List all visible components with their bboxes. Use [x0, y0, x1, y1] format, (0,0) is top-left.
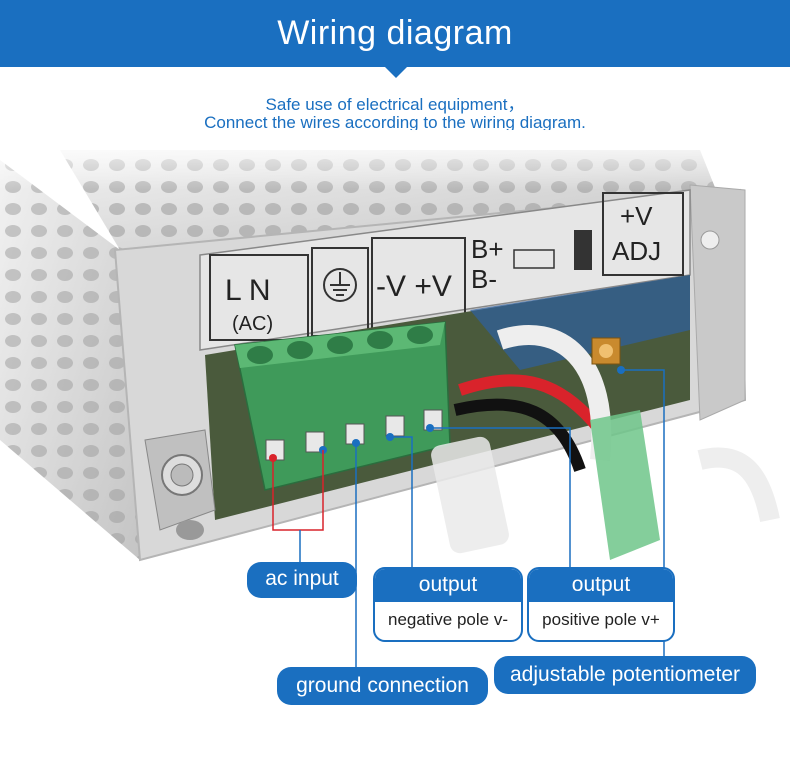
- case-right-side: [689, 184, 746, 421]
- output-positive-head: output: [529, 569, 673, 602]
- connector-symbol: [513, 249, 555, 269]
- ground-connection-label: ground connection: [277, 667, 488, 705]
- adj-label: ADJ: [612, 236, 661, 266]
- output-positive-body: positive pole v+: [542, 610, 660, 629]
- output-negative-body: negative pole v-: [387, 610, 509, 629]
- ground-icon: [323, 268, 357, 302]
- ln-label: L N: [225, 274, 271, 307]
- ln-ac-box: [209, 254, 309, 341]
- ac-input-label: ac input: [247, 562, 357, 598]
- terminal-block: [234, 321, 451, 491]
- subtitle-line-1: Safe use of electrical equipment，: [265, 95, 525, 114]
- output-negative-callout: output negative pole v-: [373, 567, 523, 642]
- wires: [431, 325, 780, 560]
- subtitle-line-2: Connect the wires according to the wirin…: [204, 113, 586, 132]
- header-banner: [0, 0, 790, 67]
- output-negative-head: output: [375, 569, 521, 602]
- ground-screw: [144, 429, 216, 540]
- perforated-cover: [0, 130, 790, 560]
- page-title: Wiring diagram: [277, 14, 513, 52]
- adj-box: [602, 192, 684, 276]
- b-minus-label: B-: [471, 264, 497, 294]
- board-blue-component: [470, 275, 690, 370]
- mounting-hole: [700, 230, 720, 250]
- b-plus-label: B+: [471, 234, 504, 264]
- label-strip: L N (AC) -V +V B+ B- +V ADJ: [199, 189, 691, 351]
- callout-lines: [269, 366, 665, 670]
- potentiometer: [591, 337, 621, 365]
- output-positive-callout: output positive pole v+: [527, 567, 675, 642]
- vv-label: -V +V: [376, 270, 452, 303]
- v-plus-label: +V: [620, 201, 653, 231]
- switch-symbol: [574, 230, 592, 270]
- header-banner-notch: [384, 66, 408, 78]
- ac-label: (AC): [232, 313, 273, 335]
- adjustable-potentiometer-label: adjustable potentiometer: [494, 656, 756, 694]
